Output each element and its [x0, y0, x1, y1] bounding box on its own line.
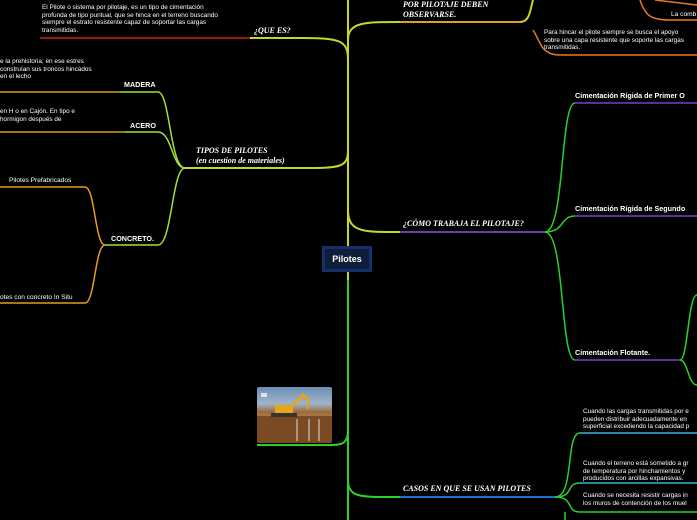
central-topic[interactable]: Pilotes: [322, 246, 372, 272]
central-topic-label: Pilotes: [332, 254, 362, 264]
node-cimentacion-primer-orden[interactable]: Cimentación Rígida de Primer O: [575, 91, 685, 100]
tipos-title: TIPOS DE PILOTES: [196, 146, 268, 155]
casos-text-2: Cuando el terreno está sometido a gr de …: [583, 460, 689, 483]
excavator-photo: [257, 387, 332, 443]
node-cimentacion-segundo-orden[interactable]: Cimentación Rígida de Segundo: [575, 204, 686, 213]
casos-text-3: Cuando se necesita resistir cargas in lo…: [583, 492, 688, 507]
branch-por-pilotaje[interactable]: POR PILOTAJE DEBEN OBSERVARSE.: [403, 0, 489, 19]
concreto-item-in-situ[interactable]: otes con concreto In Situ: [0, 294, 73, 301]
node-cimentacion-flotante[interactable]: Cimentación Flotante.: [575, 348, 651, 357]
top-branch-text-1: Para hincar el pilote siempre se busca e…: [544, 29, 684, 52]
excavator-icon: [257, 392, 332, 443]
top-branch-text-2: La comb: [671, 11, 697, 18]
branch-que-es[interactable]: ¿QUE ES?: [254, 26, 291, 35]
acero-text: en H o en Cajón. En tipo e hormigon desp…: [0, 108, 75, 123]
node-concreto[interactable]: CONCRETO.: [111, 234, 154, 243]
branch-tipos-de-pilotes[interactable]: TIPOS DE PILOTES (en cuestion de materia…: [196, 146, 285, 166]
branch-casos[interactable]: CASOS EN QUE SE USAN PILOTES: [403, 484, 531, 493]
madera-text: e la prehistoria; en ese estres construí…: [0, 58, 92, 81]
casos-text-1: Cuando las cargas transmitidas por e pue…: [583, 408, 690, 431]
que-es-text: El Pilote o sistema por pilotaje, es un …: [42, 4, 218, 34]
branch-como-trabaja[interactable]: ¿CÓMO TRABAJA EL PILOTAJE?: [403, 219, 524, 228]
tipos-subtitle: (en cuestion de materiales): [196, 156, 285, 165]
concreto-item-prefabricados[interactable]: Pilotes Prefabricados: [9, 177, 72, 184]
node-madera[interactable]: MADERA: [124, 80, 156, 89]
node-acero[interactable]: ACERO: [130, 121, 156, 130]
